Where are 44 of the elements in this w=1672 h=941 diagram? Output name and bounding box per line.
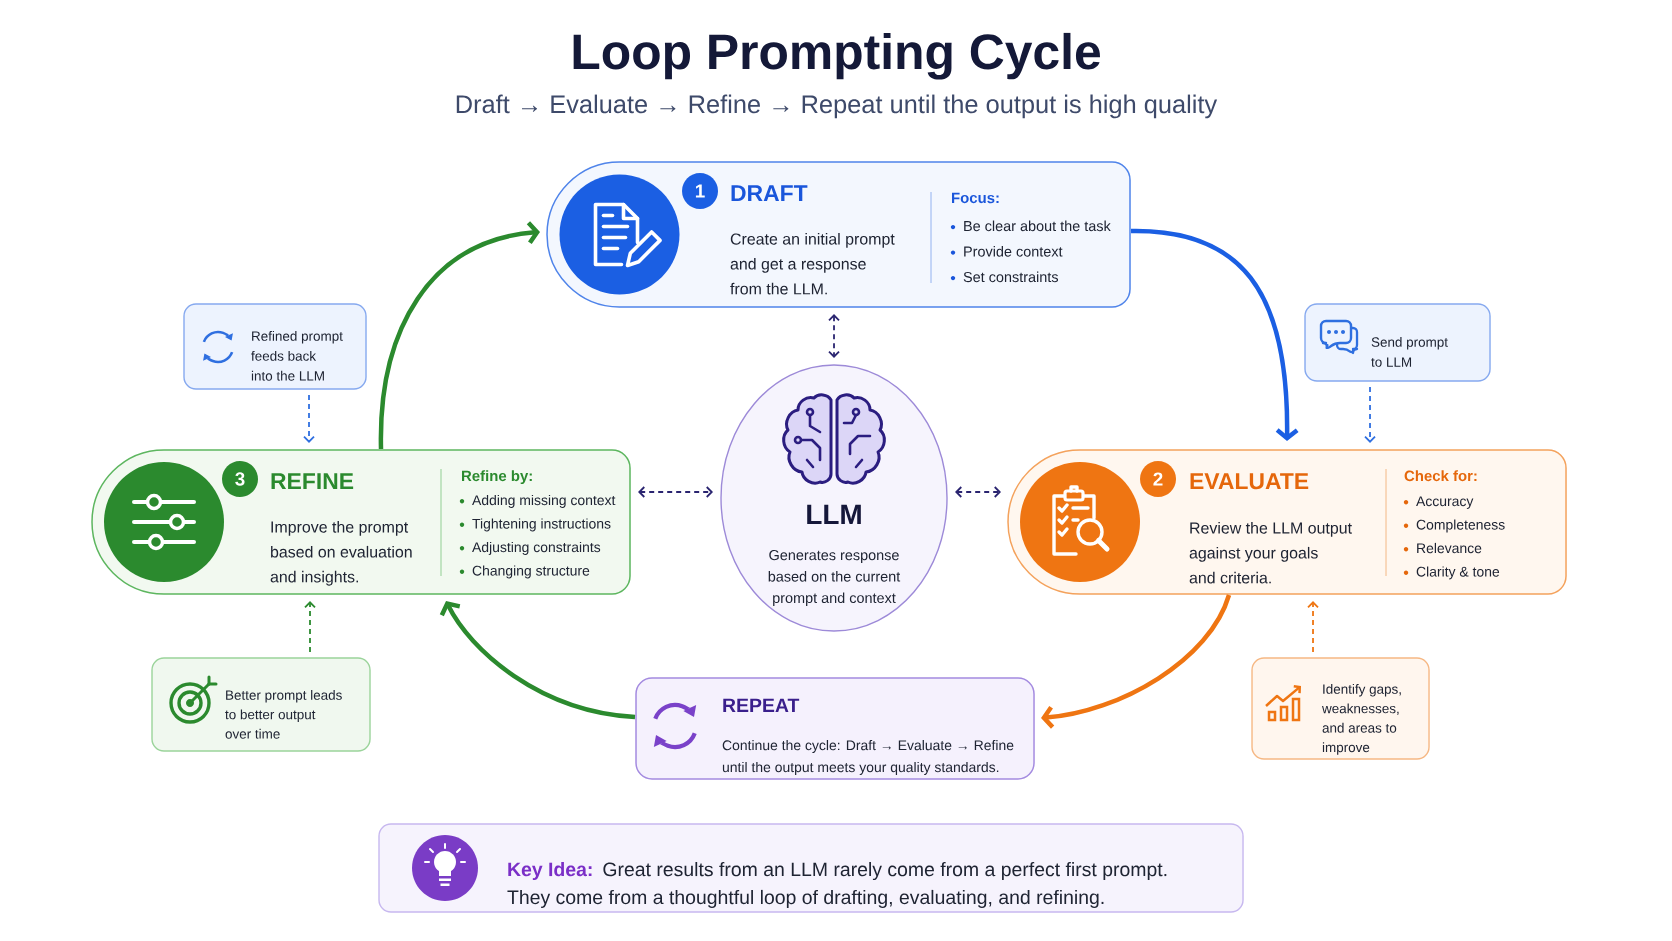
dashed-arrow [828, 314, 840, 358]
dashed-arrow [304, 601, 316, 653]
arrow [439, 601, 636, 720]
list-item: Clarity & tone [1416, 566, 1500, 580]
list-item: Adding missing context [472, 494, 616, 508]
list-item: Adjusting constraints [472, 541, 601, 555]
list-item: Set constraints [963, 271, 1058, 283]
list-heading: Check for: [1404, 470, 1477, 482]
step-description: Review the LLM output against your goals and criteria. [1189, 522, 1352, 584]
arrow [378, 221, 540, 449]
step-description: Continue the cycle: Draft → Evaluate → Refine until the output meets your quality standards. [722, 740, 1014, 775]
arrow [1041, 594, 1232, 729]
step-title: REPEAT [723, 698, 800, 712]
number-badge: 1 [682, 173, 718, 209]
number-badge: 2 [1140, 461, 1176, 497]
key-idea-text: Key Idea: Great results from an LLM rarely come from a perfect first prompt. They come from a thoughtful loop of drafting, evaluating, and refining. [507, 862, 1167, 908]
dashed-arrow [1307, 601, 1319, 653]
dashed-arrow [638, 486, 713, 498]
list-heading: Focus: [952, 192, 999, 204]
list-item: Provide context [964, 246, 1063, 257]
list-item: Changing structure [472, 565, 590, 579]
list-item: Be clear about the task [964, 220, 1111, 232]
list-heading: Refine by: [462, 470, 532, 485]
title: Loop Prompting Cycle [573, 32, 1100, 80]
center-description: Generates response based on the current prompt and context [768, 550, 901, 606]
list-item: Relevance [1417, 542, 1482, 554]
center-title: LLM [807, 504, 861, 524]
subtitle: Draft → Evaluate → Refine → Repeat until the output is high quality [456, 94, 1218, 119]
note-text: Send prompt to LLM [1371, 337, 1448, 367]
list-item: Completeness [1416, 519, 1505, 533]
note-text: Refined prompt feeds back into the LLM [251, 331, 343, 381]
list-item: Accuracy [1416, 496, 1474, 509]
dashed-arrow [303, 394, 315, 443]
step-title: EVALUATE [1190, 473, 1309, 490]
dashed-arrow [1364, 386, 1376, 443]
note-text: Identify gaps, weaknesses, and areas to improve [1322, 684, 1401, 755]
step-description: Improve the prompt based on evaluation and insights. [270, 521, 412, 586]
note-text: Better prompt leads to better output over time [225, 690, 342, 739]
step-title: REFINE [271, 473, 354, 489]
step-description: Create an initial prompt and get a response from the LLM. [730, 233, 895, 295]
list-item: Tightening instructions [472, 518, 611, 532]
number-badge: 3 [222, 461, 258, 497]
dashed-arrow [955, 486, 1001, 498]
step-title: DRAFT [731, 185, 808, 201]
